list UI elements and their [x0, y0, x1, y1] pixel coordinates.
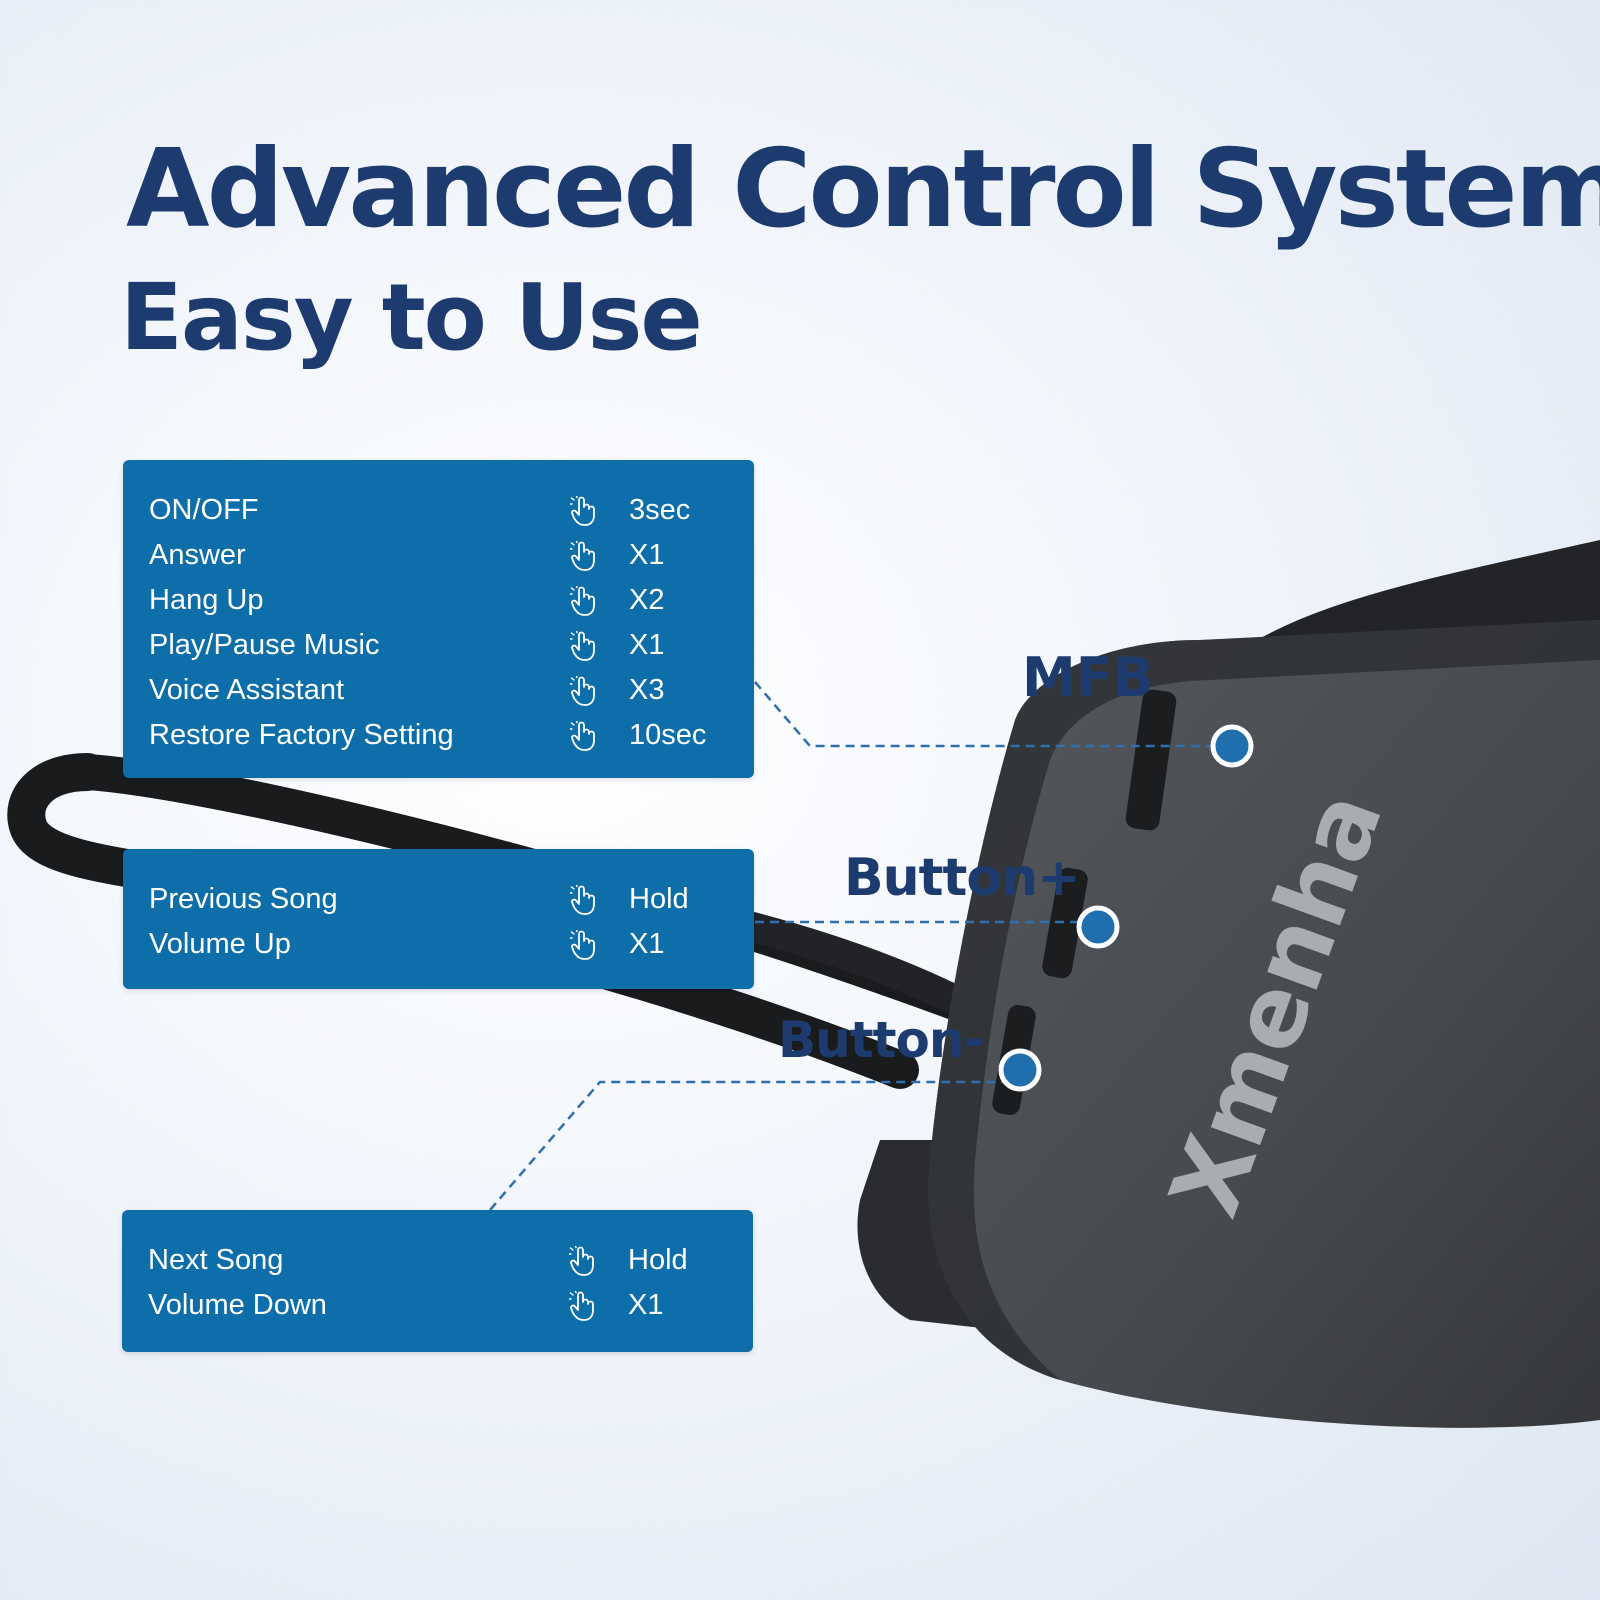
mfb-button-label: MFB	[1022, 646, 1154, 709]
pointing-hand-icon	[570, 721, 595, 751]
function-action: X1	[628, 1289, 664, 1321]
button-plus-label: Button+	[844, 848, 1081, 908]
function-row: Volume Up X1	[149, 924, 734, 964]
pointing-hand-icon	[570, 676, 595, 706]
function-action: X1	[629, 539, 665, 571]
function-name: Volume Down	[148, 1289, 327, 1321]
pointing-hand-icon	[570, 586, 595, 616]
function-row: Restore Factory Setting 10sec	[149, 715, 734, 755]
function-action: 3sec	[629, 494, 691, 526]
pointing-hand-icon	[570, 631, 595, 661]
leader-line-minus	[489, 1080, 1020, 1211]
button-minus-label: Button-	[778, 1011, 984, 1069]
function-row: Previous Song Hold	[149, 879, 734, 919]
function-name: Play/Pause Music	[149, 629, 380, 661]
control-module	[928, 620, 1600, 1428]
pointing-hand-icon	[570, 541, 595, 571]
function-row: Volume Down X1	[148, 1285, 733, 1325]
function-row: ON/OFF 3sec	[149, 490, 734, 530]
function-row: Next Song Hold	[148, 1240, 733, 1280]
pointing-hand-icon	[569, 1246, 594, 1276]
function-action: Hold	[628, 1244, 688, 1276]
function-name: Volume Up	[149, 928, 291, 960]
plus-physical-button	[1042, 867, 1088, 979]
function-name: Answer	[149, 539, 246, 571]
pointing-hand-icon	[570, 930, 595, 960]
button-plus-function-panel: Previous Song Hold Volume Up X1	[123, 849, 754, 989]
function-action: X3	[629, 674, 665, 706]
mfb-function-panel: ON/OFF 3sec Answer X1 Hang Up X2 Play/Pa…	[123, 460, 754, 778]
function-action: 10sec	[629, 719, 707, 751]
mfb-physical-button	[1125, 689, 1177, 831]
function-row: Hang Up X2	[149, 580, 734, 620]
function-row: Voice Assistant X3	[149, 670, 734, 710]
function-name: Previous Song	[149, 883, 338, 915]
function-action: X2	[629, 584, 665, 616]
pointing-hand-icon	[570, 885, 595, 915]
function-name: Restore Factory Setting	[149, 719, 454, 751]
function-name: Next Song	[148, 1244, 284, 1276]
headline-subtitle: Easy to Use	[120, 264, 703, 371]
function-row: Play/Pause Music X1	[149, 625, 734, 665]
button-minus-function-panel: Next Song Hold Volume Down X1	[122, 1210, 753, 1352]
function-action: Hold	[629, 883, 689, 915]
function-name: Voice Assistant	[149, 674, 345, 706]
marker-mfb	[1210, 724, 1254, 768]
pointing-hand-icon	[569, 1291, 594, 1321]
leader-line-mfb	[754, 681, 1232, 748]
function-row: Answer X1	[149, 535, 734, 575]
function-name: Hang Up	[149, 584, 264, 616]
function-action: X1	[629, 629, 665, 661]
headline-title: Advanced Control System	[126, 127, 1600, 252]
pointing-hand-icon	[570, 496, 595, 526]
marker-plus	[1076, 905, 1120, 949]
marker-minus	[998, 1048, 1042, 1092]
function-action: X1	[629, 928, 665, 960]
function-name: ON/OFF	[149, 494, 259, 526]
